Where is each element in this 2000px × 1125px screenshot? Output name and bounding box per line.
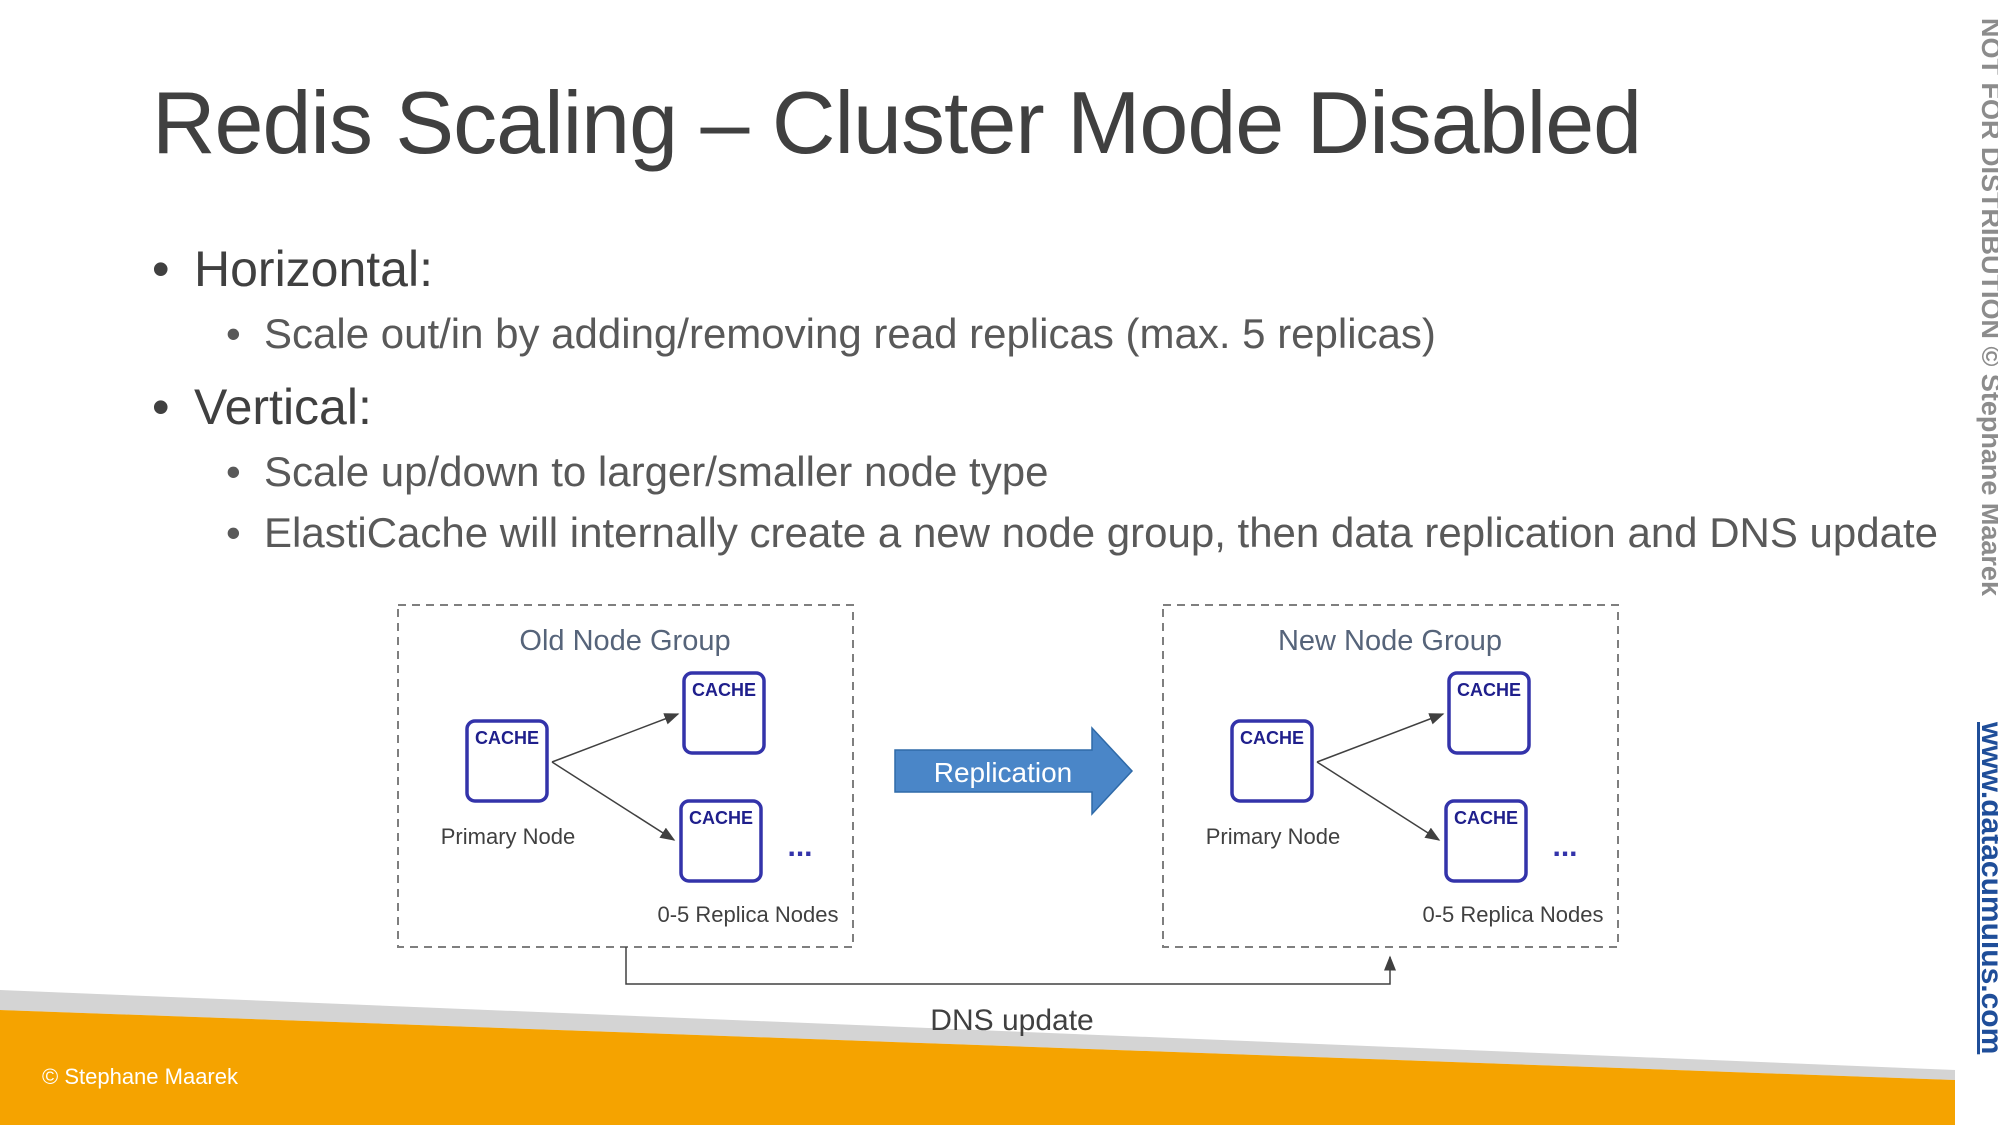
new-group-border — [1162, 604, 1619, 948]
watermark-text: NOT FOR DISTRIBUTION © Stephane Maarek — [1976, 18, 1998, 597]
new-primary-cache-label: CACHE — [1240, 728, 1304, 748]
old-replica-cache-label-2: CACHE — [689, 808, 753, 828]
new-replica-cache-box-1 — [1447, 671, 1531, 755]
bullet-text: Scale up/down to larger/smaller node typ… — [264, 448, 1049, 495]
replication-arrow: Replication — [894, 726, 1134, 816]
replication-arrow-shape — [894, 726, 1134, 816]
watermark-link: www.datacumulus.com — [1975, 721, 1998, 1054]
bullet-vertical: • Vertical: — [152, 378, 372, 436]
old-replica-nodes-label: 0-5 Replica Nodes — [658, 902, 839, 927]
new-replica-cache-label-1: CACHE — [1457, 680, 1521, 700]
new-primary-cache-box — [1230, 719, 1314, 803]
bullet-text: ElastiCache will internally create a new… — [264, 509, 1939, 556]
footer-orange-band — [0, 1010, 1955, 1125]
bullet-dot: • — [226, 509, 241, 556]
old-group-title: Old Node Group — [519, 625, 730, 657]
bullet-text: Scale out/in by adding/removing read rep… — [264, 310, 1436, 357]
old-primary-cache-box — [465, 719, 549, 803]
old-primary-node-label: Primary Node — [441, 824, 575, 849]
old-node-group: Old Node Group CACHE Primary Node CACHE … — [397, 604, 854, 948]
replication-arrow-label: Replication — [934, 757, 1073, 788]
old-replica-cache-label-1: CACHE — [692, 680, 756, 700]
dns-update-line — [625, 947, 1396, 985]
bullet-text: Vertical: — [194, 379, 372, 435]
bullet-horizontal-detail: • Scale out/in by adding/removing read re… — [226, 310, 1436, 358]
bullet-dot: • — [152, 379, 170, 435]
bullet-vertical-detail-2: • ElastiCache will internally create a ne… — [226, 509, 1938, 557]
new-replica-ellipsis: ... — [1552, 830, 1577, 863]
new-arrow-to-replica-1 — [1316, 713, 1445, 763]
dns-update-connector: DNS update — [625, 947, 1396, 1037]
new-replica-nodes-label: 0-5 Replica Nodes — [1423, 902, 1604, 927]
new-primary-node-label: Primary Node — [1206, 824, 1340, 849]
new-replica-cache-box-2 — [1444, 799, 1528, 883]
bullet-dot: • — [226, 448, 241, 495]
old-arrow-to-replica-1 — [551, 713, 680, 763]
new-node-group: New Node Group CACHE Primary Node CACHE … — [1162, 604, 1619, 948]
new-replica-cache-label-2: CACHE — [1454, 808, 1518, 828]
bullet-dot: • — [226, 310, 241, 357]
new-arrow-to-replica-2 — [1316, 761, 1441, 841]
old-replica-cache-box-2 — [679, 799, 763, 883]
bullet-horizontal: • Horizontal: — [152, 240, 433, 298]
old-arrow-to-replica-2 — [551, 761, 676, 841]
vertical-watermark: NOT FOR DISTRIBUTION © Stephane Maarek w… — [1975, 18, 1998, 1054]
old-primary-cache-label: CACHE — [475, 728, 539, 748]
footer-copyright: © Stephane Maarek — [42, 1064, 238, 1089]
old-replica-cache-box-1 — [682, 671, 766, 755]
slide-title: Redis Scaling – Cluster Mode Disabled — [152, 73, 1642, 172]
old-replica-ellipsis: ... — [787, 830, 812, 863]
bullet-dot: • — [152, 241, 170, 297]
new-group-title: New Node Group — [1278, 625, 1502, 657]
bullet-vertical-detail-1: • Scale up/down to larger/smaller node ty… — [226, 448, 1048, 496]
footer-gray-stripe — [0, 990, 1955, 1080]
dns-update-label: DNS update — [930, 1004, 1093, 1037]
bullet-text: Horizontal: — [194, 241, 433, 297]
